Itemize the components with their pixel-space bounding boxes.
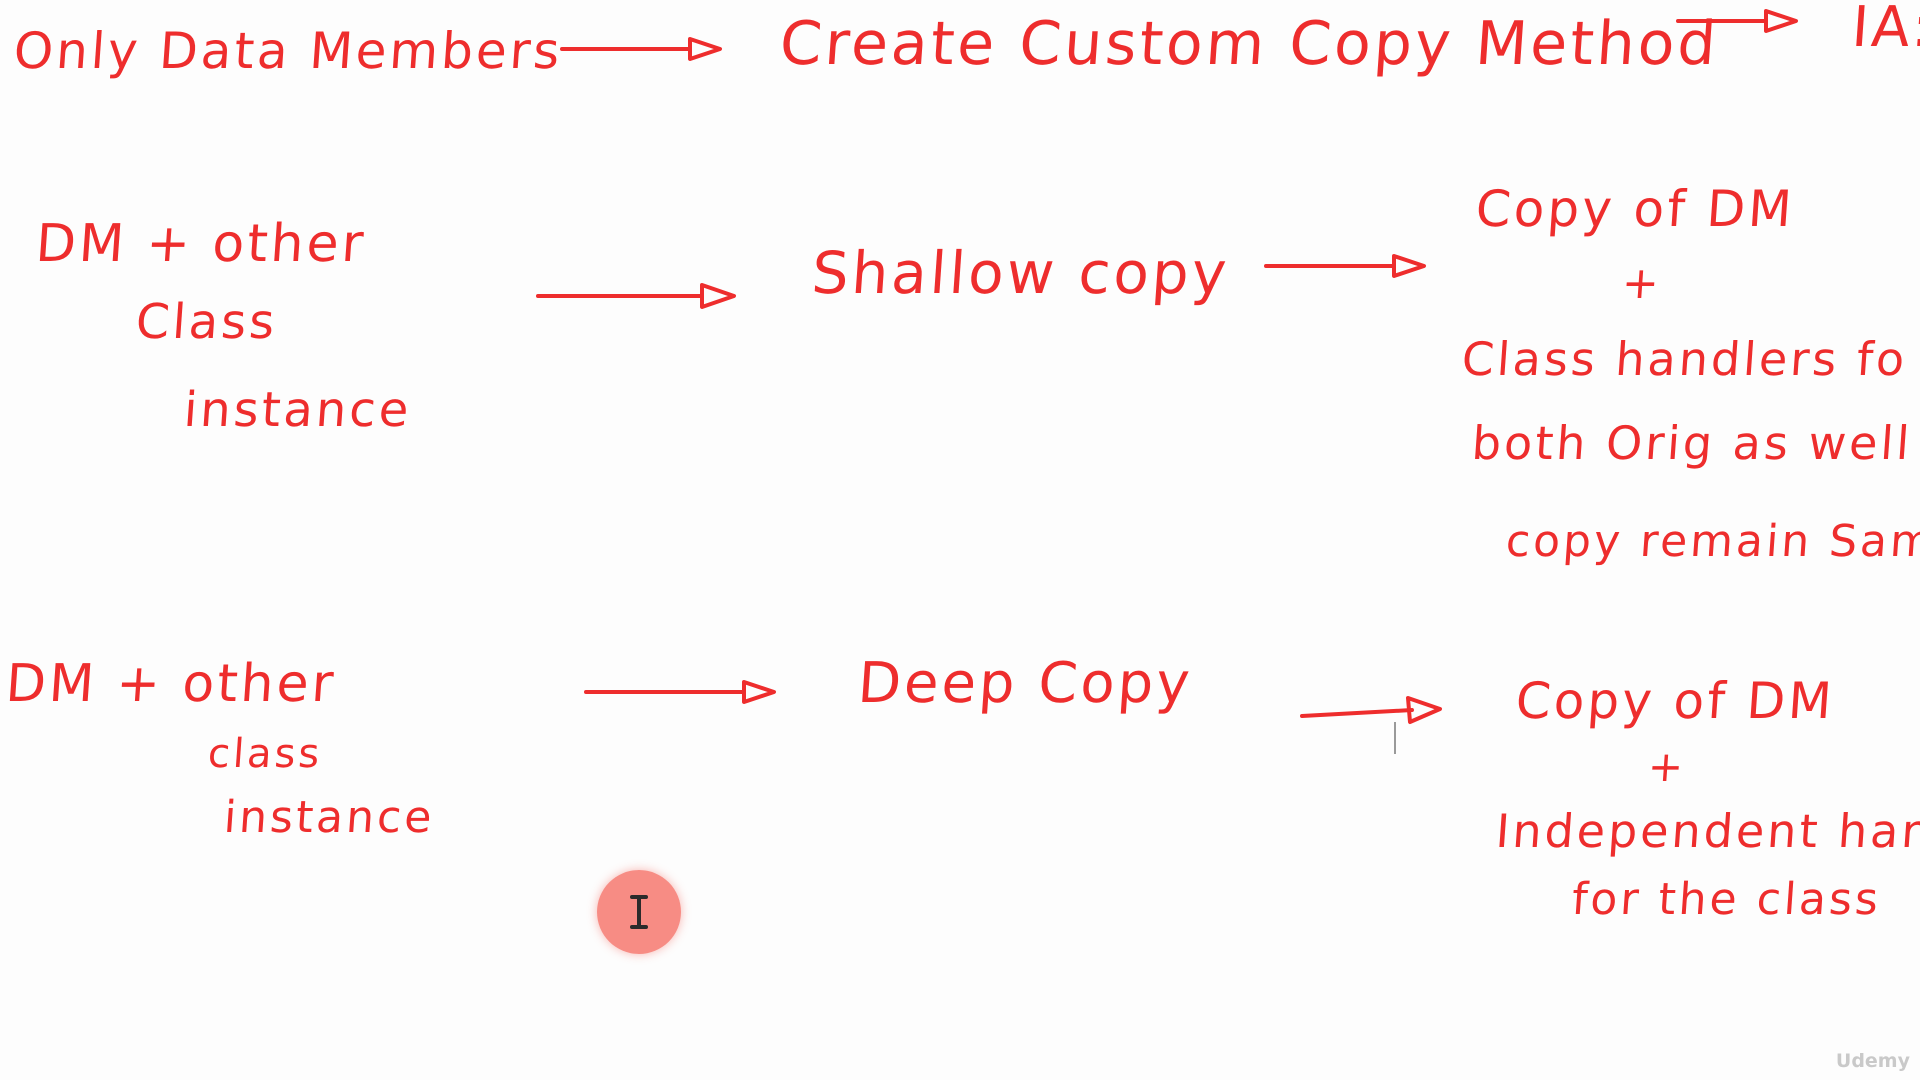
- row2-source-line2: Class: [134, 294, 280, 350]
- row3-result-line3: for the class: [1570, 874, 1883, 925]
- row2-arrow-1: [536, 283, 736, 309]
- row2-arrow-2: [1264, 254, 1426, 278]
- row1-source-text: Only Data Members: [11, 22, 565, 80]
- row3-result-plus: +: [1646, 742, 1688, 791]
- row2-source-line3: instance: [182, 382, 414, 438]
- udemy-watermark: Udemy: [1835, 1050, 1910, 1072]
- row1-result-text: Create Custom Copy Method: [777, 9, 1722, 79]
- text-caret: [1394, 722, 1396, 754]
- row1-tail-text: IA:: [1849, 0, 1920, 60]
- row2-method-text: Shallow copy: [809, 239, 1232, 307]
- row3-arrow-1: [584, 680, 776, 704]
- row1-arrow-1: [560, 37, 722, 61]
- row1-arrow-2: [1676, 9, 1798, 33]
- row3-method-text: Deep Copy: [855, 651, 1195, 716]
- row2-result-line1: Copy of DM: [1473, 180, 1797, 238]
- row3-result-line2: Independent hand: [1494, 804, 1920, 858]
- text-cursor-icon: [630, 895, 648, 929]
- row2-result-line4: copy remain Sam: [1504, 516, 1920, 567]
- row3-source-line2: class: [206, 731, 324, 777]
- row3-source-line3: instance: [222, 792, 437, 843]
- row3-result-line1: Copy of DM: [1513, 672, 1837, 730]
- row2-result-line2: Class handlers fo: [1460, 332, 1910, 386]
- row3-source-line1: DM + other: [3, 654, 339, 714]
- row2-source-line1: DM + other: [33, 214, 369, 274]
- row2-result-line3: both Orig as well: [1470, 416, 1915, 470]
- row2-result-plus: +: [1620, 258, 1664, 309]
- row3-arrow-2: [1300, 696, 1442, 724]
